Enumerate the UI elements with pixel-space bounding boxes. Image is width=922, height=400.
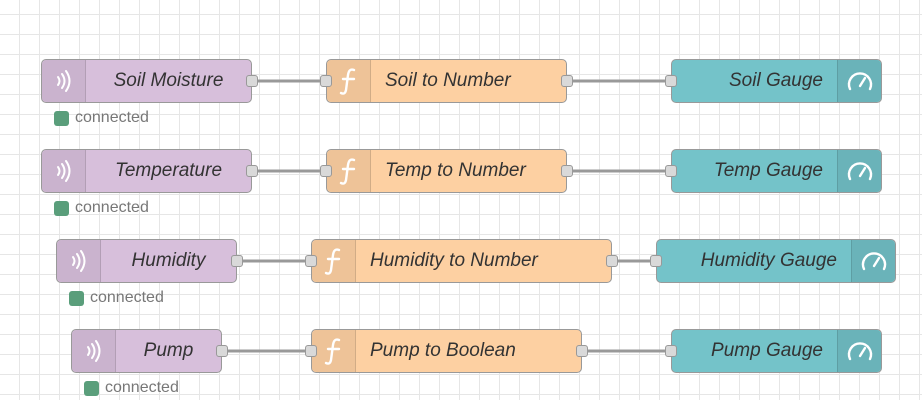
status-indicator: connected xyxy=(54,109,149,127)
status-indicator: connected xyxy=(84,379,179,397)
function-node-pump-to-boolean[interactable]: Pump to Boolean xyxy=(305,329,588,373)
node-label: Soil Moisture xyxy=(113,70,224,91)
node-label: Soil Gauge xyxy=(728,70,823,91)
node-label: Humidity Gauge xyxy=(700,250,837,271)
input-port[interactable] xyxy=(320,75,332,87)
status-indicator: connected xyxy=(69,289,164,307)
status-dot-icon xyxy=(84,380,99,396)
node-label: Temperature xyxy=(114,160,223,181)
function-icon xyxy=(327,150,371,192)
radio-waves-icon xyxy=(57,240,101,282)
function-icon xyxy=(312,330,356,372)
input-node-pump[interactable]: Pump xyxy=(71,329,228,373)
input-port[interactable] xyxy=(320,165,332,177)
function-icon xyxy=(312,240,356,282)
gauge-node-pump-gauge[interactable]: Pump Gauge xyxy=(665,329,882,373)
gauge-icon xyxy=(837,330,881,372)
node-label: Humidity xyxy=(131,250,206,271)
gauge-icon xyxy=(837,150,881,192)
function-node-soil-to-number[interactable]: Soil to Number xyxy=(320,59,573,103)
input-port[interactable] xyxy=(665,165,677,177)
input-node-soil-moisture[interactable]: Soil Moisture xyxy=(41,59,258,103)
gauge-icon xyxy=(851,240,895,282)
node-label: Pump to Boolean xyxy=(370,340,516,361)
gauge-node-soil-gauge[interactable]: Soil Gauge xyxy=(665,59,882,103)
node-label: Temp Gauge xyxy=(713,160,823,181)
node-label: Temp to Number xyxy=(385,160,526,181)
output-port[interactable] xyxy=(216,345,228,357)
output-port[interactable] xyxy=(576,345,588,357)
status-text: connected xyxy=(75,199,149,216)
output-port[interactable] xyxy=(246,165,258,177)
radio-waves-icon xyxy=(72,330,116,372)
status-indicator: connected xyxy=(54,199,149,217)
input-port[interactable] xyxy=(665,75,677,87)
function-node-humidity-to-number[interactable]: Humidity to Number xyxy=(305,239,618,283)
gauge-node-humidity-gauge[interactable]: Humidity Gauge xyxy=(650,239,896,283)
input-port[interactable] xyxy=(305,345,317,357)
node-label: Humidity to Number xyxy=(370,250,538,271)
function-icon xyxy=(327,60,371,102)
gauge-node-temp-gauge[interactable]: Temp Gauge xyxy=(665,149,882,193)
status-dot-icon xyxy=(54,200,69,216)
status-text: connected xyxy=(75,109,149,126)
output-port[interactable] xyxy=(561,165,573,177)
input-node-temperature[interactable]: Temperature xyxy=(41,149,258,193)
output-port[interactable] xyxy=(231,255,243,267)
function-node-temp-to-number[interactable]: Temp to Number xyxy=(320,149,573,193)
status-text: connected xyxy=(105,379,179,396)
input-node-humidity[interactable]: Humidity xyxy=(56,239,243,283)
input-port[interactable] xyxy=(650,255,662,267)
output-port[interactable] xyxy=(606,255,618,267)
gauge-icon xyxy=(837,60,881,102)
status-dot-icon xyxy=(69,290,84,306)
node-label: Pump xyxy=(143,340,194,361)
node-label: Soil to Number xyxy=(385,70,511,91)
radio-waves-icon xyxy=(42,60,86,102)
radio-waves-icon xyxy=(42,150,86,192)
status-text: connected xyxy=(90,289,164,306)
output-port[interactable] xyxy=(246,75,258,87)
status-dot-icon xyxy=(54,110,69,126)
input-port[interactable] xyxy=(305,255,317,267)
output-port[interactable] xyxy=(561,75,573,87)
node-label: Pump Gauge xyxy=(711,340,823,361)
input-port[interactable] xyxy=(665,345,677,357)
